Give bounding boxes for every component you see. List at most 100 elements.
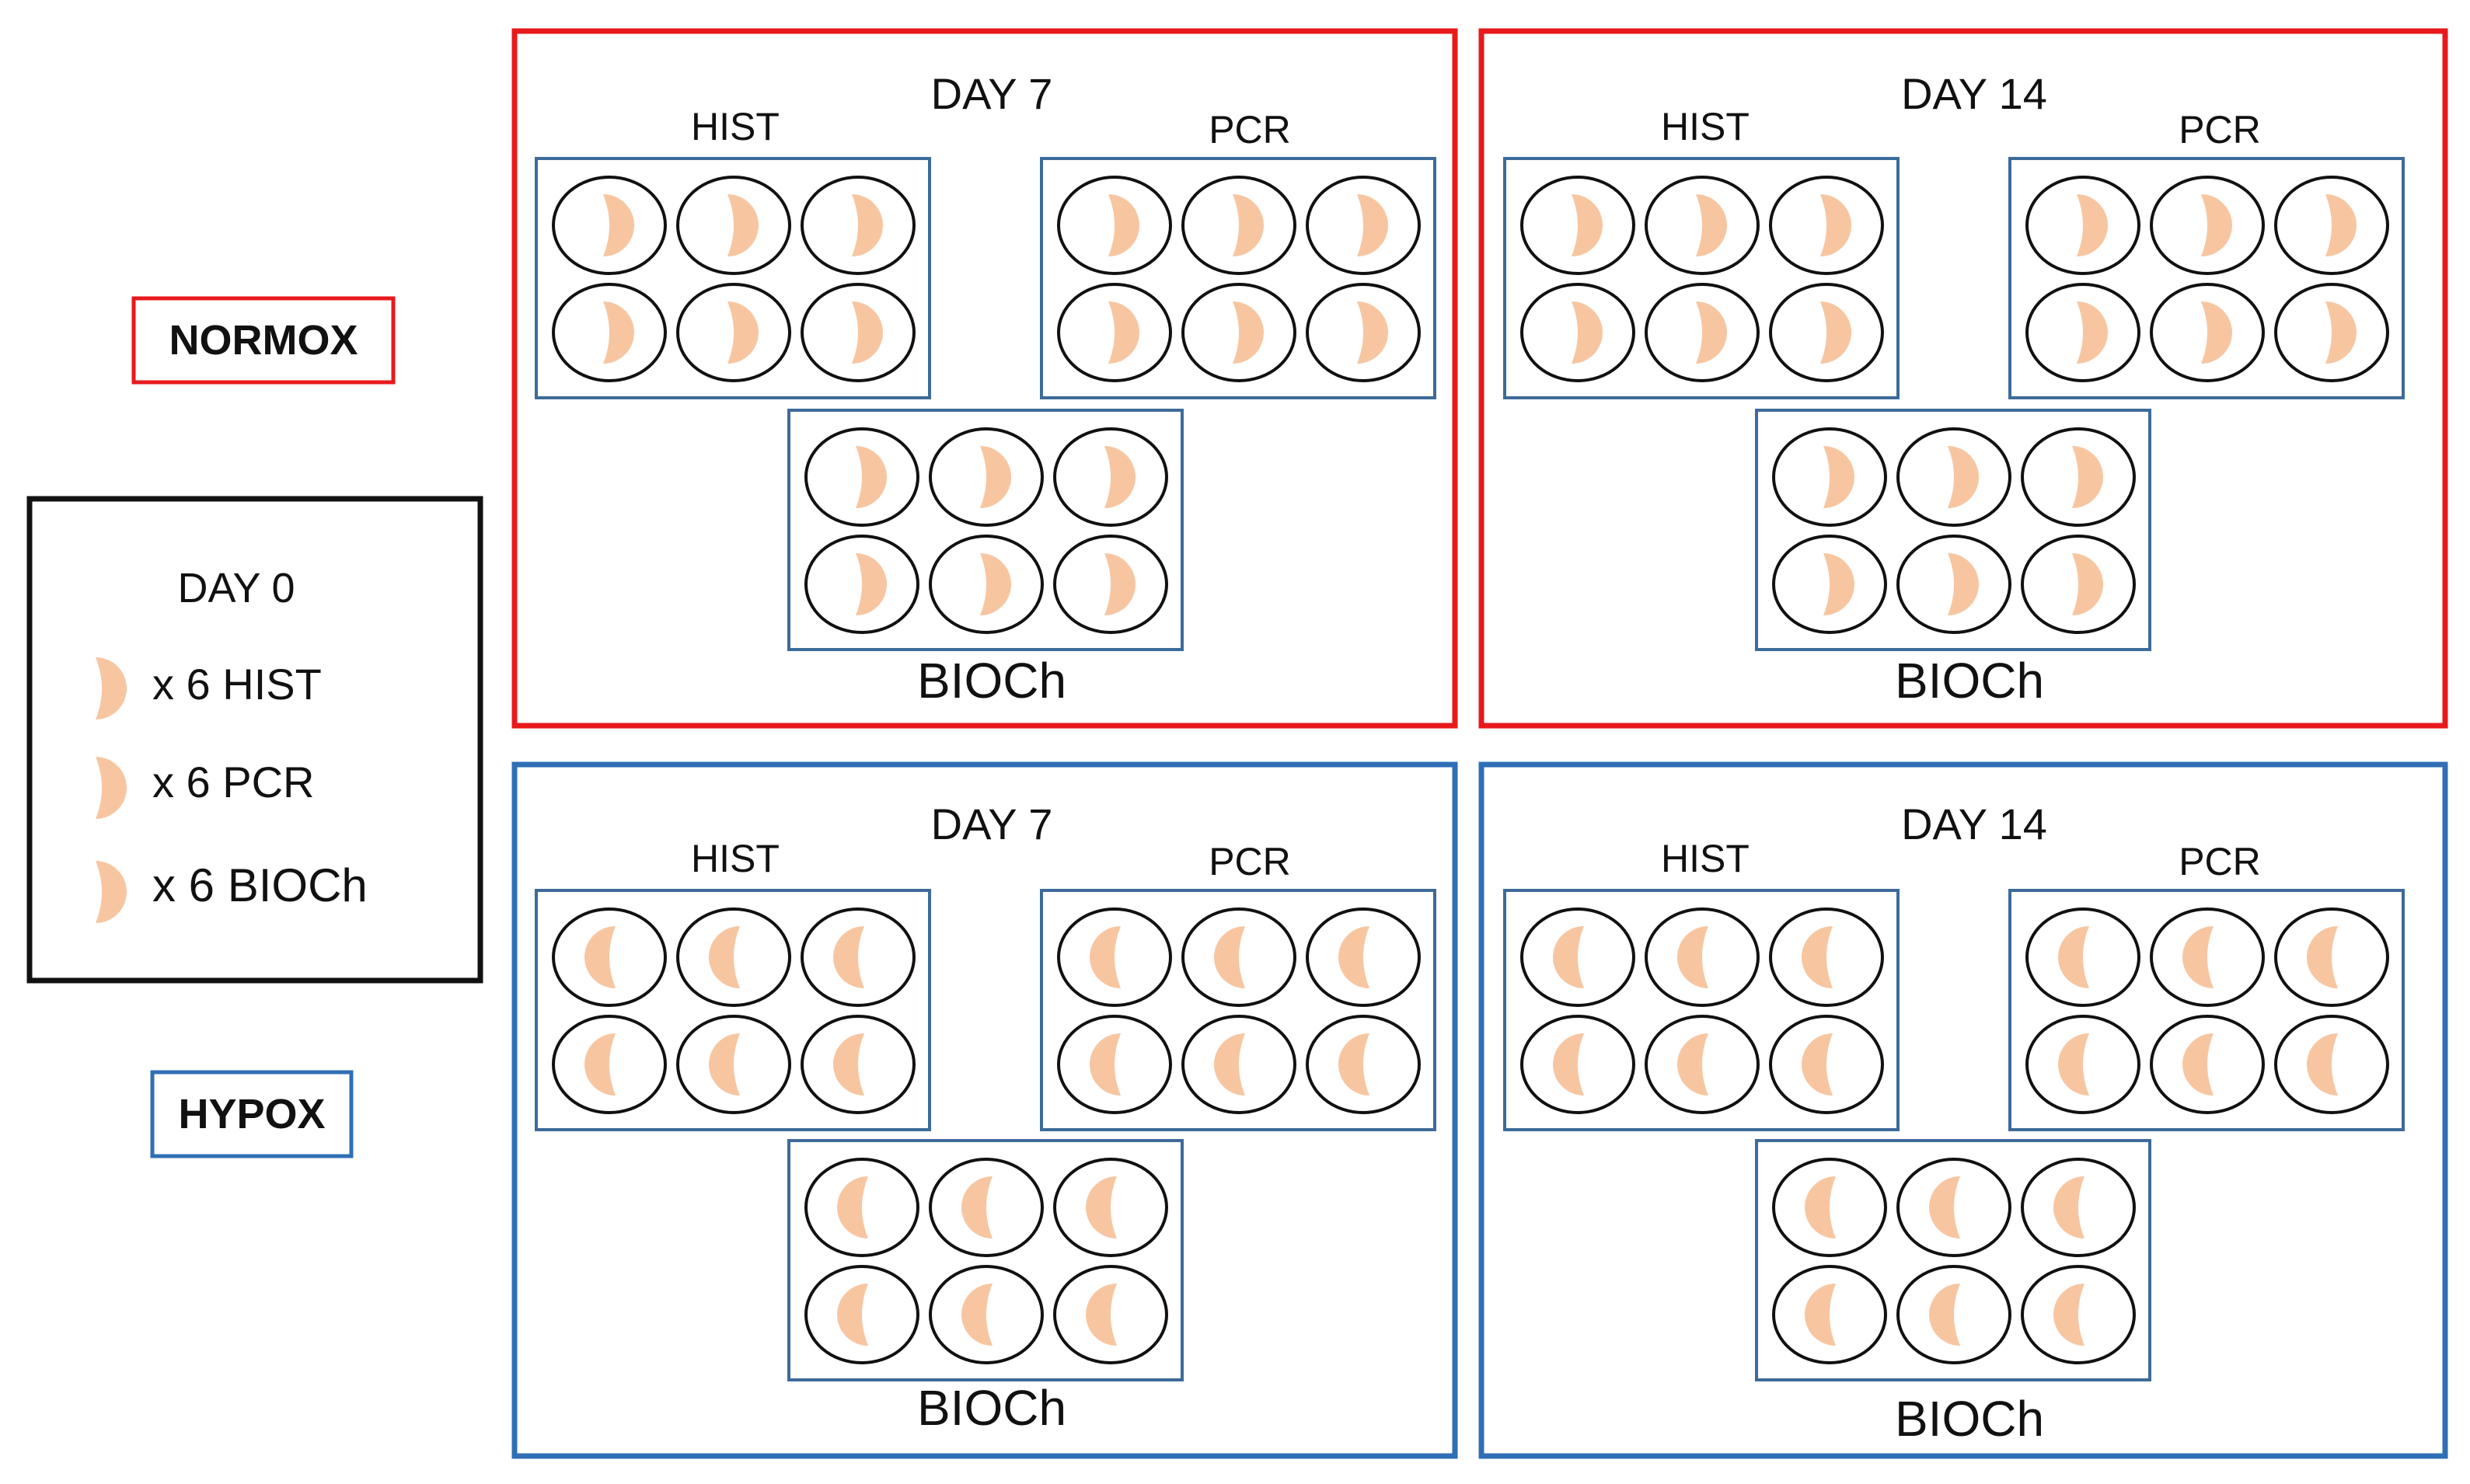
tissue-crescent-icon	[980, 446, 1011, 508]
tissue-crescent-icon	[1214, 926, 1245, 988]
well	[2021, 427, 2136, 527]
well	[1645, 176, 1760, 275]
well	[801, 176, 916, 275]
panel-normox-day7-border	[511, 28, 1458, 729]
tissue-crescent-icon	[96, 757, 127, 819]
well	[929, 535, 1044, 634]
well	[929, 1265, 1044, 1364]
well	[1181, 283, 1296, 382]
panel-hypox-day14-border	[1478, 761, 2448, 1459]
well	[552, 176, 667, 275]
well	[676, 283, 791, 382]
legend-item-pcr: x 6 PCR	[96, 757, 315, 819]
panel-normox-day14-border	[1478, 28, 2448, 729]
well	[1181, 176, 1296, 275]
tissue-crescent-icon	[961, 1176, 993, 1238]
pcr-plate-label: PCR	[1209, 840, 1291, 883]
well	[1057, 283, 1172, 382]
tissue-crescent-icon	[1948, 446, 1979, 508]
tissue-crescent-icon	[1357, 194, 1388, 256]
tissue-crescent-icon	[1572, 194, 1603, 256]
tissue-crescent-icon	[2077, 301, 2108, 364]
panel-hypox-day14: DAY 14 HIST PCR BIOCh	[1478, 761, 2448, 1459]
tissue-crescent-icon	[837, 1284, 868, 1346]
well	[676, 176, 791, 275]
tissue-crescent-icon	[1108, 301, 1139, 364]
tissue-crescent-icon	[837, 1176, 868, 1238]
plate-border	[535, 889, 931, 1131]
well	[1520, 907, 1635, 1007]
tissue-crescent-icon	[2072, 446, 2103, 508]
well	[2021, 535, 2136, 634]
plate-border	[535, 157, 931, 399]
pcr-plate	[2008, 157, 2405, 399]
pcr-plate	[1040, 889, 1436, 1131]
well	[1772, 535, 1887, 634]
bioch-plate	[1755, 1139, 2151, 1381]
panel-hypox-day7-border	[511, 761, 1458, 1459]
well	[1053, 1158, 1168, 1257]
well	[1053, 535, 1168, 634]
hist-plate-label: HIST	[1661, 105, 1750, 148]
legend-item-hist-text: x 6 HIST	[152, 660, 322, 709]
tissue-crescent-icon	[1338, 926, 1369, 988]
normox-label-text: NORMOX	[169, 317, 358, 364]
tissue-crescent-icon	[1357, 301, 1388, 364]
tissue-crescent-icon	[584, 1033, 616, 1096]
panel-day-label: DAY 7	[931, 69, 1053, 118]
well	[1520, 283, 1635, 382]
tissue-crescent-icon	[96, 861, 127, 923]
tissue-crescent-icon	[96, 657, 127, 719]
well	[552, 1015, 667, 1114]
bioch-plate	[1755, 409, 2151, 651]
tissue-crescent-icon	[852, 194, 883, 256]
day0-legend-box	[26, 496, 483, 984]
tissue-crescent-icon	[1820, 194, 1851, 256]
well	[2150, 907, 2265, 1007]
well	[1645, 283, 1760, 382]
well	[1053, 427, 1168, 527]
well	[1181, 1015, 1296, 1114]
well	[1896, 1265, 2011, 1364]
plate-border	[1503, 889, 1900, 1131]
tissue-crescent-icon	[603, 194, 634, 256]
tissue-crescent-icon	[1929, 1176, 1960, 1238]
well	[2025, 283, 2140, 382]
tissue-crescent-icon	[727, 301, 759, 364]
pcr-plate	[2008, 889, 2405, 1131]
well	[2021, 1265, 2136, 1364]
tissue-crescent-icon	[727, 194, 759, 256]
tissue-crescent-icon	[1948, 553, 1979, 615]
well	[1306, 176, 1421, 275]
well	[2150, 283, 2265, 382]
well	[2274, 1015, 2389, 1114]
tissue-crescent-icon	[1214, 1033, 1245, 1096]
tissue-crescent-icon	[1086, 1284, 1117, 1346]
tissue-crescent-icon	[2201, 301, 2232, 364]
plate-border	[1040, 889, 1436, 1131]
well	[2025, 176, 2140, 275]
tissue-crescent-icon	[1104, 446, 1136, 508]
tissue-crescent-icon	[1090, 926, 1121, 988]
tissue-crescent-icon	[96, 861, 127, 923]
tissue-crescent-icon	[603, 301, 634, 364]
tissue-crescent-icon	[856, 553, 887, 615]
well	[1769, 907, 1884, 1007]
well	[2150, 176, 2265, 275]
well	[1306, 1015, 1421, 1114]
well	[1772, 427, 1887, 527]
tissue-crescent-icon	[1104, 553, 1136, 615]
well	[1520, 176, 1635, 275]
tissue-crescent-icon	[1696, 301, 1727, 364]
plate-border	[787, 409, 1184, 651]
well	[804, 535, 919, 634]
tissue-crescent-icon	[980, 553, 1011, 615]
bioch-plate	[787, 409, 1184, 651]
tissue-crescent-icon	[833, 926, 864, 988]
tissue-crescent-icon	[1805, 1176, 1836, 1238]
well	[552, 283, 667, 382]
tissue-crescent-icon	[709, 1033, 740, 1096]
plate-border	[1040, 157, 1436, 399]
well	[1053, 1265, 1168, 1364]
hist-plate	[535, 157, 931, 399]
